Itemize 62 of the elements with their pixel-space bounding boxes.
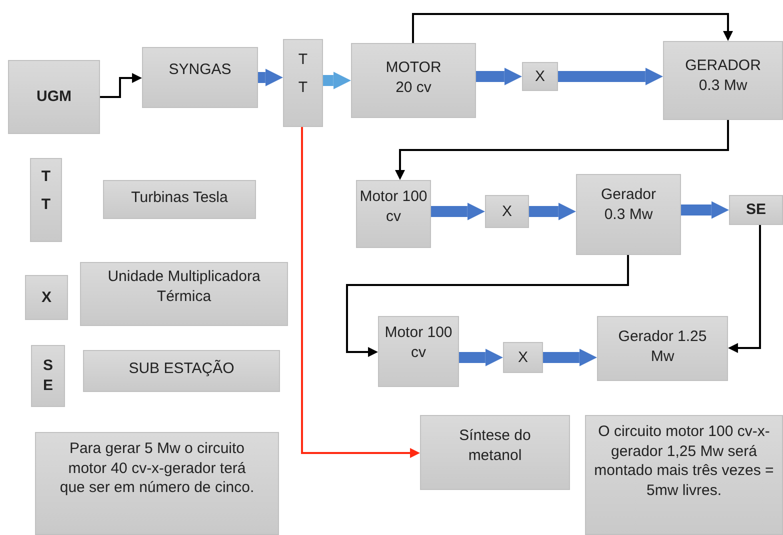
node-text: SE [746, 200, 766, 220]
block-arrow [558, 68, 663, 86]
process-box [485, 195, 529, 228]
process-box [351, 43, 476, 118]
node-text: T [41, 194, 51, 214]
block-arrow [459, 348, 503, 366]
process-box [597, 316, 728, 381]
node-text: MOTOR 20 cv [384, 58, 442, 97]
node-text: X [534, 66, 545, 86]
node-text: SYNGAS [168, 60, 232, 80]
process-box [378, 316, 459, 387]
node-text: S [42, 356, 53, 376]
node-text: GERADOR 0.3 Mw [684, 56, 762, 95]
legend-box [30, 158, 62, 242]
block-arrow [476, 68, 522, 86]
arrow [346, 255, 629, 357]
arrow [412, 13, 733, 43]
process-box [729, 195, 783, 225]
node-text: T [41, 167, 51, 186]
legend-box [83, 350, 280, 392]
process-box [8, 60, 100, 134]
arrow [301, 127, 420, 458]
process-box [142, 47, 258, 108]
node-text: X [41, 288, 52, 308]
process-box [503, 342, 543, 373]
arrow [728, 225, 761, 353]
block-arrow [323, 72, 351, 90]
arrow [100, 73, 142, 98]
node-text: T [298, 50, 308, 70]
legend-box [31, 345, 65, 407]
node-text: E [42, 376, 53, 395]
node-text: Para gerar 5 Mw o circuito motor 40 cv-x-gerador terá que ser em número de cinco. [58, 439, 256, 498]
node-text: SUB ESTAÇÃO [128, 359, 234, 378]
node-text: Motor 100 cv [384, 323, 454, 362]
block-arrow [258, 68, 283, 86]
node-text: X [502, 202, 512, 222]
node-text: O circuito motor 100 cv-x-gerador 1,25 Mw será montado mais três vezes = 5mw livres. [594, 422, 774, 500]
block-arrow [543, 348, 597, 366]
block-arrow [681, 201, 729, 219]
node-text: UGM [36, 87, 72, 107]
note-box [585, 415, 783, 535]
arrow [395, 120, 729, 180]
process-box [522, 62, 558, 91]
process-box [576, 174, 681, 255]
node-text: Motor 100 cv [358, 187, 428, 226]
node-text: Turbinas Tesla [131, 188, 228, 208]
note-box [35, 432, 279, 535]
legend-box [103, 180, 256, 219]
node-text: Gerador 1.25 Mw [617, 327, 708, 366]
legend-box [80, 262, 288, 326]
node-text: X [518, 348, 528, 368]
block-arrow [529, 202, 576, 220]
legend-box [25, 275, 68, 320]
process-box [420, 415, 570, 490]
node-text: Síntese do metanol [458, 426, 532, 465]
process-box [663, 41, 783, 120]
node-text: Unidade Multiplicadora Térmica [106, 267, 262, 306]
node-text: T [298, 78, 308, 97]
node-text: Gerador 0.3 Mw [600, 185, 658, 224]
turbine-box [283, 39, 323, 127]
process-box [356, 180, 431, 248]
block-arrow [431, 202, 485, 220]
